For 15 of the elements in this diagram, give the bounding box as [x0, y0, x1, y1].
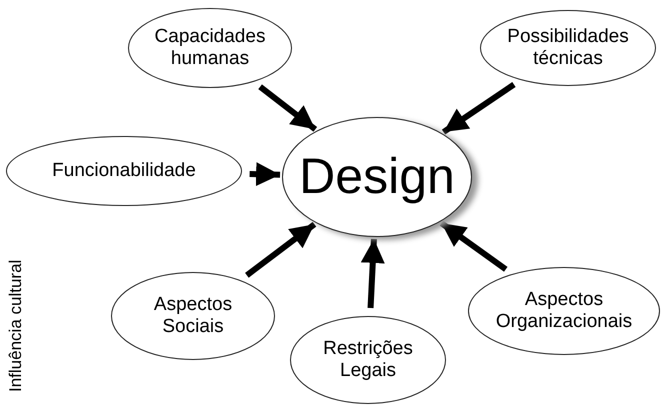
center-title: Design — [299, 148, 455, 206]
arrow — [245, 222, 316, 278]
node-label: Aspectos Sociais — [152, 294, 234, 338]
arrow — [250, 162, 280, 186]
node-label: Capacidades humanas — [154, 26, 266, 70]
arrow — [442, 82, 516, 135]
arrow — [258, 84, 318, 132]
arrow — [360, 238, 385, 308]
arrow — [440, 220, 508, 272]
node-label: Aspectos Organizacionais — [494, 289, 634, 333]
side-label: Influência cultural — [6, 260, 26, 392]
node-label: Possibilidades técnicas — [506, 26, 630, 70]
ellipse-node — [282, 117, 472, 237]
node-label: Funcionabilidade — [52, 160, 196, 182]
node-label: Restrições Legais — [322, 338, 414, 382]
